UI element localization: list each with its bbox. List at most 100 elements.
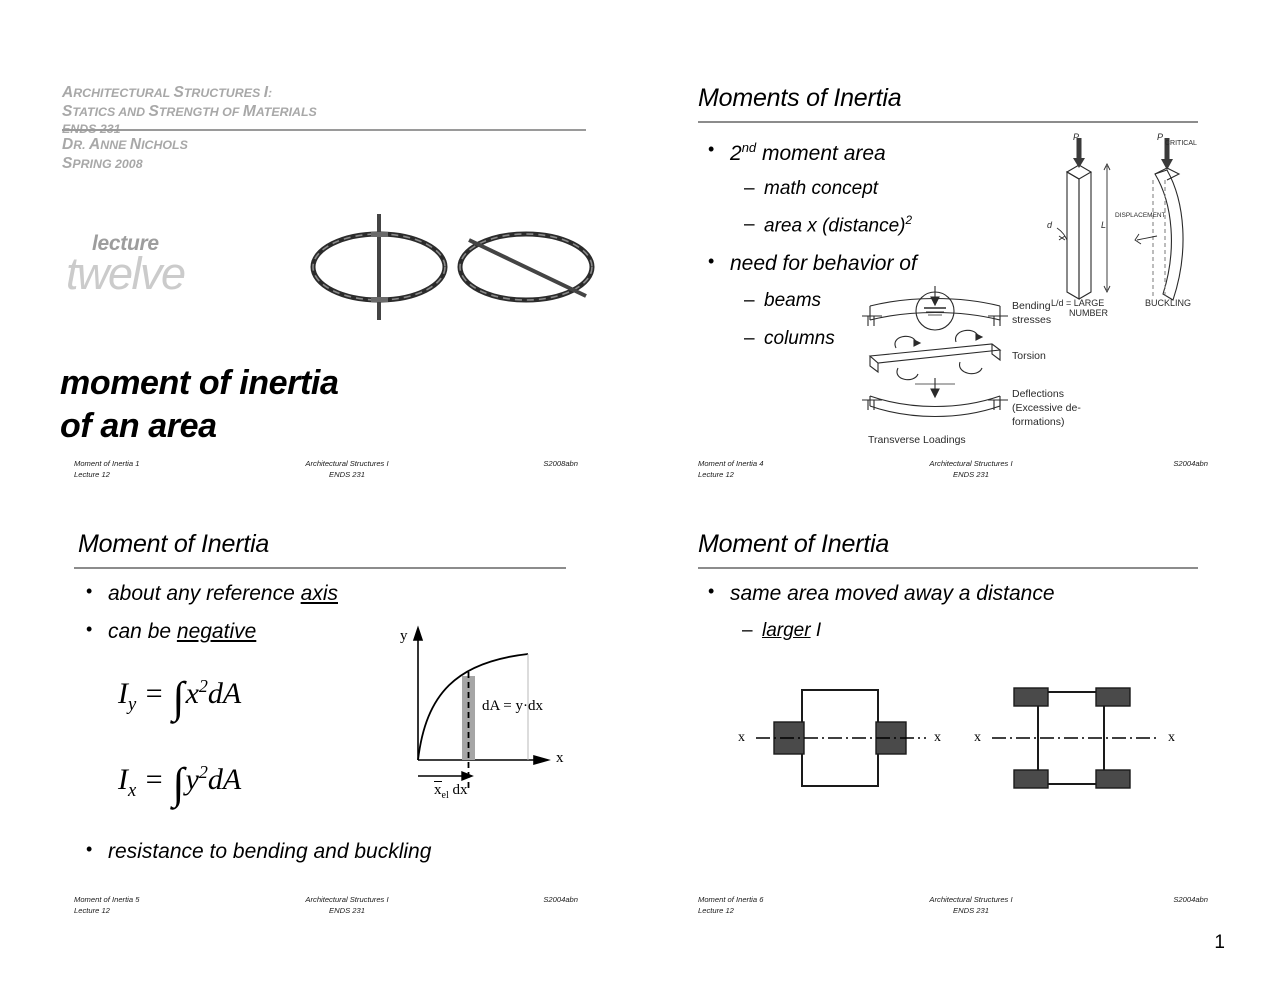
critical-subscript-label: CRITICAL [1165,140,1197,147]
load-arrow-right [1161,138,1173,170]
depth-label: d [1047,220,1053,230]
rotating-hoops-figure [301,212,596,322]
slide-heading: Moments of Inertia [698,84,902,112]
course-header-rule [62,129,586,131]
buckling-caption: BUCKLING [1145,298,1192,308]
footer-center: Architectural Structures I ENDS 231 [896,894,1046,916]
footer-left: Moment of Inertia 5 Lecture 12 [74,894,139,916]
centroid-subscript: el [441,790,449,801]
bullet-math-concept: math concept [744,178,878,200]
slide-moments-of-inertia: Moments of Inertia 2nd moment area math … [690,84,1230,484]
axis-label-right-shape-left: x [974,730,981,745]
bullet-underlined-term: axis [300,582,338,605]
formula-equals: = [143,677,165,710]
x-axis-label: x [556,750,564,766]
slide-moved-area: Moment of Inertia same area moved away a… [690,530,1230,925]
footer-center-line1: Architectural Structures I [929,459,1013,468]
bullet-text: can be [108,620,177,643]
footer-center-line2: ENDS 231 [953,470,989,479]
transverse-loadings-figure: Bending stresses Torsion Deflections (Ex… [860,284,1100,449]
area-element-graph: y x dA = y·dx xel dx [396,620,596,805]
bullet-about-any-axis: about any reference axis [86,581,338,606]
deck-title-line2: of an area [60,406,217,445]
bullet-need-for-behavior: need for behavior of [708,251,917,276]
slide-moment-of-inertia-definition: Moment of Inertia about any reference ax… [56,530,596,925]
formula-power: 2 [198,762,208,782]
bullet-second-moment-area: 2nd moment area [708,139,886,166]
formula-integrand: x [185,677,199,710]
lecture-number-label: twelve [66,248,186,299]
footer-left: Moment of Inertia 4 Lecture 12 [698,458,763,480]
axis-label-left-shape-right: x [934,730,941,745]
bullet-beams: beams [744,290,821,312]
footer-center: Architectural Structures I ENDS 231 [272,894,422,916]
formula-integrand: y [185,763,199,796]
course-title-line1: ARCHITECTURAL STRUCTURES I: [62,84,273,101]
deflection-label-line1: Deflections [1012,388,1064,400]
footer-right: S2004abn [543,895,578,904]
formula-symbol: I [118,763,128,796]
footer-left-line1: Moment of Inertia 6 [698,895,764,904]
integral-sign: ∫ [172,673,185,722]
slide-title: ARCHITECTURAL STRUCTURES I: STATICS AND … [56,84,596,484]
footer-left-line1: Moment of Inertia 5 [74,895,140,904]
deflection-label-line2: (Excessive de- [1012,402,1081,414]
footer-left-line2: Lecture 12 [74,470,110,479]
cross-section-area-moved-away [992,687,1160,789]
deck-title-line1: moment of inertia [60,364,339,402]
slenderness-caption-line1: L/d = LARGE [1051,298,1105,308]
formula-differential: dA [207,677,242,710]
footer-left-line2: Lecture 12 [698,470,734,479]
hoop-vertical-axis [310,214,448,320]
load-label-left: P [1073,132,1080,142]
bullet-area-distance-squared: area x (distance)2 [744,214,912,237]
course-header-block: ARCHITECTURAL STRUCTURES I: STATICS AND … [62,84,590,174]
formula-differential: dA [207,763,242,796]
integral-sign: ∫ [172,759,185,808]
deflection-beam [862,378,1008,418]
footer-right: S2008abn [543,459,578,468]
formula-symbol: I [118,677,128,710]
footer-center-line2: ENDS 231 [329,906,365,915]
bullet-larger-i: larger I [742,620,821,642]
axis-label-right-shape-right: x [1168,730,1175,745]
footer-center: Architectural Structures I ENDS 231 [896,458,1046,480]
footer-center-line1: Architectural Structures I [929,895,1013,904]
boundary-curve [417,653,529,761]
formula-ix: Ix = ∫y2dA [118,758,241,809]
formula-equals: = [143,763,165,796]
formula-power: 2 [198,676,208,696]
footer-center: Architectural Structures I ENDS 231 [272,458,422,480]
course-title-line2: STATICS AND STRENGTH OF MATERIALS [62,102,317,120]
slenderness-caption-line2: NUMBER [1069,308,1109,318]
strip-width-label: dx [452,782,468,798]
bullet-columns: columns [744,328,835,350]
heading-rule [74,567,566,569]
page-title: moment of inertia of an area [60,362,580,448]
formula-subscript: y [128,694,137,715]
bullet-underlined-term: negative [176,620,257,643]
load-label-right: P [1157,132,1164,142]
bullet-text: about any reference [108,582,301,605]
load-arrow-left [1073,138,1085,168]
formula-iy: Iy = ∫x2dA [118,672,241,723]
heading-rule [698,567,1198,569]
bending-label-line2: stresses [1012,314,1052,326]
transverse-loadings-caption: Transverse Loadings [868,434,966,446]
bullet-underlined-term: larger [762,620,811,641]
length-label: L [1101,220,1107,230]
slide-footer: Moment of Inertia 6 Lecture 12 Architect… [698,894,1208,920]
footer-right: S2004abn [1173,459,1208,468]
torsion-bar [868,329,1002,381]
bullet-resistance-bending-buckling: resistance to bending and buckling [86,839,431,864]
footer-left-line1: Moment of Inertia 4 [698,459,764,468]
footer-center-line1: Architectural Structures I [305,895,389,904]
course-code: ENDS 231 [62,121,121,136]
xel-dimension [418,770,474,782]
slide-heading: Moment of Inertia [698,530,890,558]
bullet-can-be-negative: can be negative [86,619,257,644]
term-label: SPRING 2008 [62,155,143,173]
footer-center-line2: ENDS 231 [329,470,365,479]
cross-section-comparison: x x x x [720,680,1200,800]
